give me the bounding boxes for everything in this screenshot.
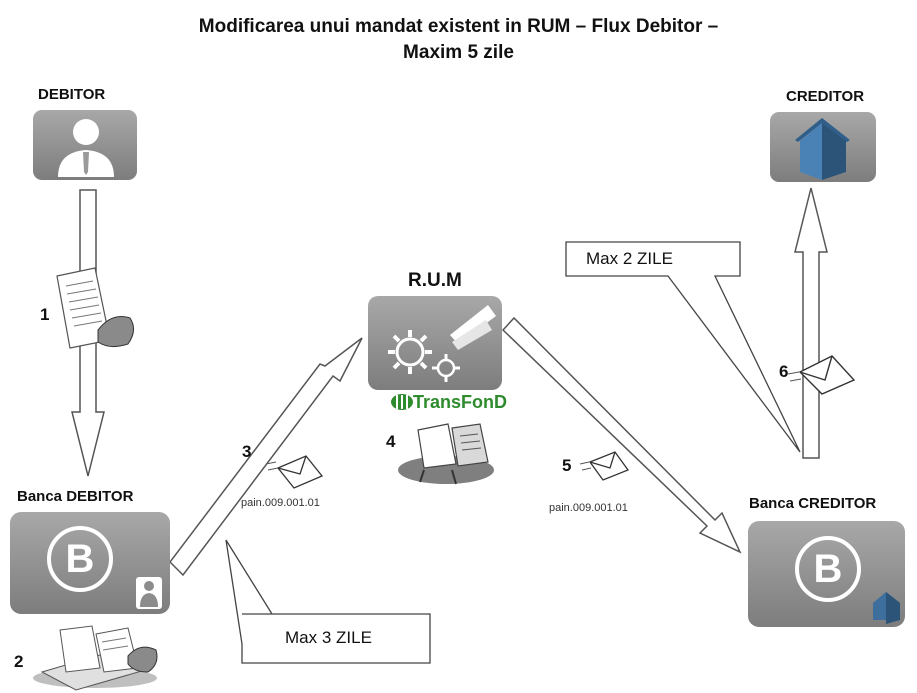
node-label-rum: R.U.M xyxy=(408,270,462,291)
step-number-6: 6 xyxy=(779,362,789,381)
step-number-4: 4 xyxy=(386,432,396,451)
step-number-2: 2 xyxy=(14,652,24,671)
node-label-banca-debitor: Banca DEBITOR xyxy=(17,488,134,505)
transfond-logo-text: TransFonD xyxy=(413,392,508,412)
bank-creditor-letter: B xyxy=(813,547,843,591)
arrow-rum-to-bank-creditor xyxy=(501,316,742,554)
node-label-debitor: DEBITOR xyxy=(38,86,106,103)
step-number-3: 3 xyxy=(242,442,252,461)
envelope-icon-step6 xyxy=(787,355,856,395)
creditor-house-icon xyxy=(770,112,876,182)
callout-max-3-zile: Max 3 ZILE xyxy=(285,628,372,647)
bank-creditor-icon xyxy=(748,521,905,627)
bank-debitor-letter: B xyxy=(65,537,95,581)
callout-max-3-zile-shape xyxy=(225,539,431,664)
scanner-documents-icon xyxy=(33,625,158,691)
bank-debitor-icon xyxy=(10,512,170,614)
arrow-bank-debitor-to-rum xyxy=(169,337,363,577)
node-label-creditor: CREDITOR xyxy=(786,88,865,105)
debitor-person-icon xyxy=(33,110,137,180)
arrow-bank-to-creditor xyxy=(794,187,828,459)
envelope-icon-step5 xyxy=(579,451,630,481)
message-label-step5: pain.009.001.01 xyxy=(549,502,628,514)
storage-icon xyxy=(398,423,494,485)
message-label-step3: pain.009.001.01 xyxy=(241,497,320,509)
diagram-title-line2: Maxim 5 zile xyxy=(403,42,514,63)
envelope-icon-step3 xyxy=(265,455,324,489)
node-label-banca-creditor: Banca CREDITOR xyxy=(749,495,877,512)
callout-max-2-zile-shape xyxy=(565,241,801,453)
rum-system-icon xyxy=(368,296,502,390)
mandate-document-icon xyxy=(56,267,134,349)
callout-max-2-zile: Max 2 ZILE xyxy=(586,249,673,268)
diagram-title-line1: Modificarea unui mandat existent in RUM … xyxy=(198,16,719,37)
step-number-1: 1 xyxy=(40,305,50,324)
transfond-logo-mark xyxy=(391,394,413,410)
step-number-5: 5 xyxy=(562,456,572,475)
